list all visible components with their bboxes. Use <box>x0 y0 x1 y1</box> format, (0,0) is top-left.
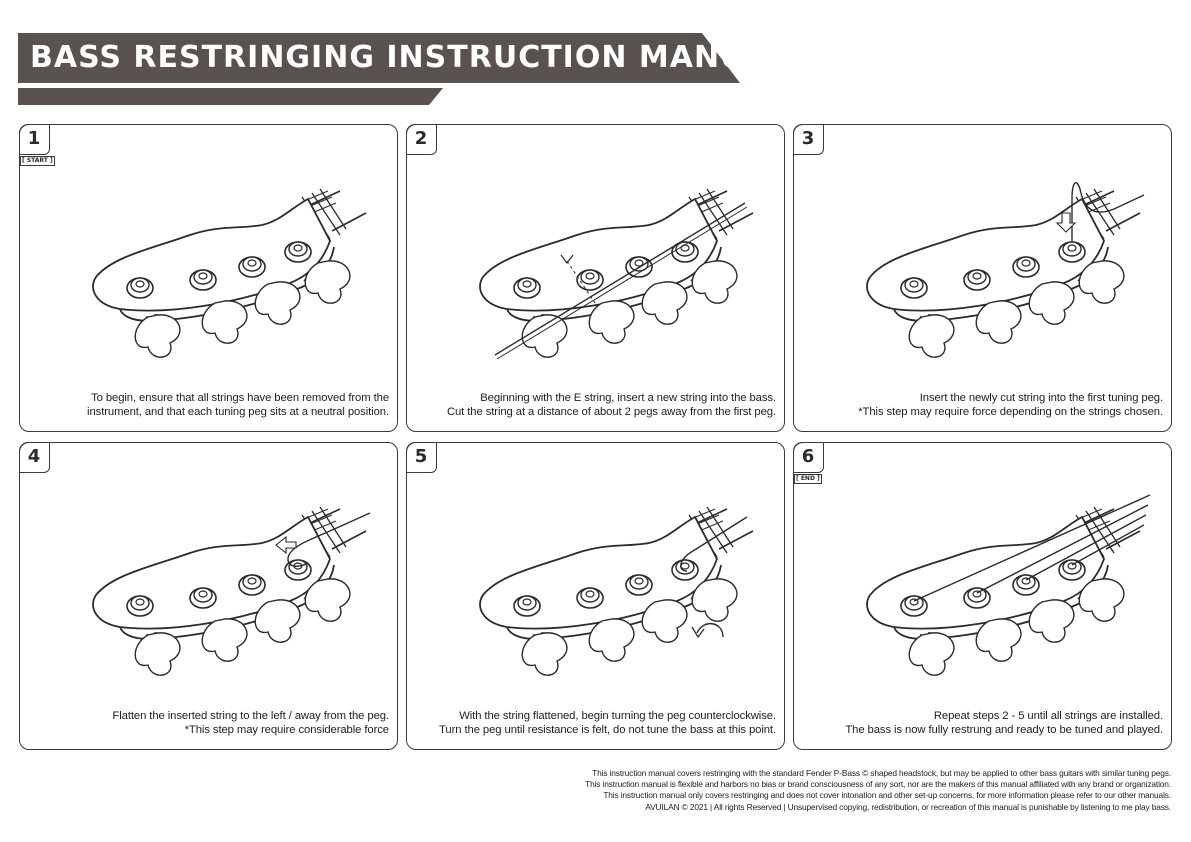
caption-line: *This step may require force depending o… <box>858 406 1163 418</box>
title-banner: BASS RESTRINGING INSTRUCTION MANUAL <box>18 33 788 83</box>
caption-line: Insert the newly cut string into the fir… <box>919 392 1163 404</box>
caption-line: The bass is now fully restrung and ready… <box>845 724 1163 736</box>
step-panel-1: 1 [ START ] To begin, ensure that all st… <box>18 123 398 432</box>
footer-line: This instruction manual covers restringi… <box>592 768 1171 778</box>
headstock-illustration <box>866 181 1145 358</box>
step-panel-6: 6 [ END ] Repeat steps 2 - 5 until all s… <box>792 441 1172 750</box>
step-caption: Insert the newly cut string into the fir… <box>803 391 1163 419</box>
step-panel-5: 5 With the string flattened, begin turni… <box>405 441 785 750</box>
step-number: 4 <box>18 441 50 473</box>
caption-line: Turn the peg until resistance is felt, d… <box>439 724 776 736</box>
caption-line: Repeat steps 2 - 5 until all strings are… <box>933 710 1163 722</box>
footer-line: This instruction manual only covers rest… <box>603 790 1171 801</box>
banner-shape <box>18 33 740 83</box>
caption-line: instrument, and that each tuning peg sit… <box>87 406 389 418</box>
step-number: 5 <box>405 441 437 473</box>
step-caption: Beginning with the E string, insert a ne… <box>416 391 776 419</box>
headstock-illustration <box>92 506 371 676</box>
headstock-illustration <box>479 506 754 676</box>
caption-line: With the string flattened, begin turning… <box>459 710 776 722</box>
headstock-illustration <box>866 494 1151 676</box>
step-number: 3 <box>792 123 824 155</box>
footer-disclaimer: This instruction manual covers restringi… <box>271 768 1171 813</box>
step-caption: With the string flattened, begin turning… <box>416 709 776 737</box>
step-tag-end: [ END ] <box>794 474 822 484</box>
caption-line: Beginning with the E string, insert a ne… <box>480 392 776 404</box>
page-title: BASS RESTRINGING INSTRUCTION MANUAL <box>30 40 789 75</box>
step-panel-2: 2 Beginning with the E string, insert a … <box>405 123 785 432</box>
headstock-illustration <box>92 188 367 358</box>
step-number: 2 <box>405 123 437 155</box>
caption-line: Cut the string at a distance of about 2 … <box>446 406 776 418</box>
step-panel-4: 4 Flatten the inserted string to the lef… <box>18 441 398 750</box>
step-tag-start: [ START ] <box>20 156 55 166</box>
caption-line: *This step may require considerable forc… <box>184 724 389 736</box>
step-number: 1 <box>18 123 50 155</box>
footer-line: This instruction manual is flexible and … <box>585 779 1171 790</box>
headstock-illustration <box>479 188 754 360</box>
step-panel-3: 3 Insert the newly cut string into the f… <box>792 123 1172 432</box>
caption-line: Flatten the inserted string to the left … <box>112 710 389 722</box>
step-number: 6 <box>792 441 824 473</box>
caption-line: To begin, ensure that all strings have b… <box>91 392 389 404</box>
step-caption: Flatten the inserted string to the left … <box>29 709 389 737</box>
step-caption: Repeat steps 2 - 5 until all strings are… <box>803 709 1163 737</box>
step-caption: To begin, ensure that all strings have b… <box>29 391 389 419</box>
title-underline-bar <box>18 88 443 105</box>
footer-line: AVUILAN © 2021 | All rights Reserved | U… <box>645 801 1171 812</box>
